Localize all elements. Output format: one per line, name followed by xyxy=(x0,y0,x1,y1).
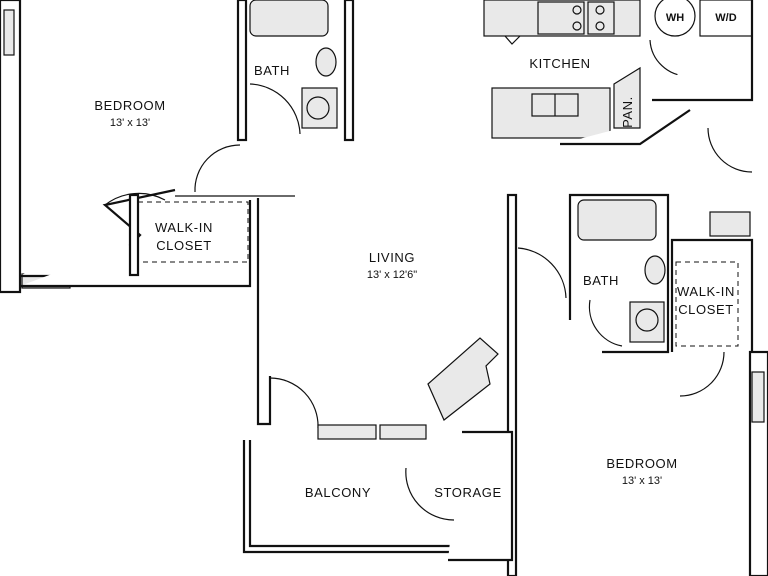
fireplace xyxy=(427,337,499,421)
bathtub xyxy=(249,0,329,37)
window xyxy=(751,371,765,423)
living xyxy=(256,193,567,576)
sliding-door xyxy=(317,424,377,440)
room-label: BATH xyxy=(583,273,619,288)
walkin-closet-1 xyxy=(128,144,249,277)
room-label: BATH xyxy=(254,63,290,78)
door-swing xyxy=(249,83,301,135)
appliance-label: WH xyxy=(666,12,684,24)
range xyxy=(587,1,615,35)
appliance-label: W/D xyxy=(715,12,736,24)
sliding-door xyxy=(379,424,427,440)
bedroom-1 xyxy=(0,0,295,294)
walkin-closet-2 xyxy=(670,127,754,397)
room-label: BEDROOM xyxy=(606,456,677,471)
door-swing xyxy=(405,467,455,521)
room-size: 13' x 12'6" xyxy=(367,269,417,281)
room-label: WALK-IN xyxy=(155,220,213,235)
sink-icon xyxy=(301,87,338,129)
toilet-icon xyxy=(315,47,337,77)
pantry xyxy=(613,66,641,129)
door-swing xyxy=(104,192,166,206)
room-label: WALK-IN xyxy=(677,284,735,299)
bathtub xyxy=(577,199,657,241)
bedroom-2 xyxy=(748,350,768,576)
room-size: 13' x 13' xyxy=(110,117,150,129)
window xyxy=(3,9,15,56)
utility xyxy=(654,0,753,37)
bath-1 xyxy=(236,0,355,142)
kitchen xyxy=(483,0,754,146)
room-label: PAN. xyxy=(620,96,635,128)
room-label: CLOSET xyxy=(678,302,734,317)
water-heater xyxy=(654,0,696,37)
room-label: BALCONY xyxy=(305,485,371,500)
balcony xyxy=(242,430,514,562)
room-label: CLOSET xyxy=(156,238,212,253)
sink-icon xyxy=(629,301,665,343)
door-swing xyxy=(269,377,319,429)
room-label: BEDROOM xyxy=(94,98,165,113)
door-swing xyxy=(517,247,567,299)
room-label: STORAGE xyxy=(434,485,502,500)
shelf xyxy=(709,211,751,237)
bath-2 xyxy=(568,193,670,354)
room-label: KITCHEN xyxy=(529,56,590,71)
range xyxy=(537,1,585,35)
room-size: 13' x 13' xyxy=(622,475,662,487)
washer-dryer xyxy=(699,0,753,37)
room-label: LIVING xyxy=(369,250,415,265)
toilet-icon xyxy=(644,255,666,285)
